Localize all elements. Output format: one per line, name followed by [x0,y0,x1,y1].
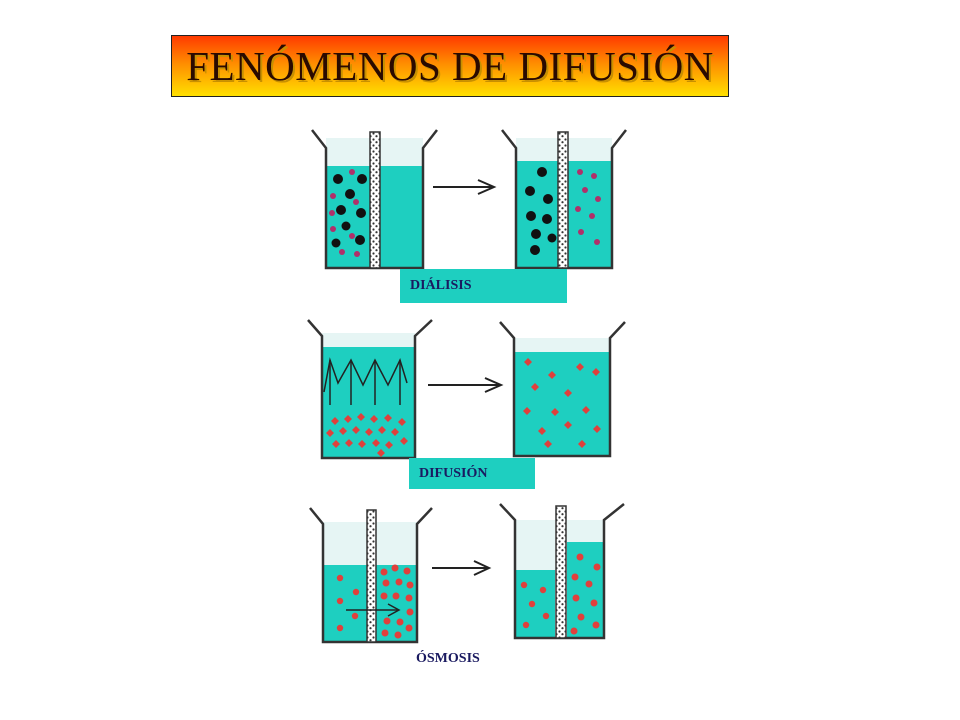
small-particles [575,169,601,245]
osmosis-arrow [432,560,492,576]
diffusion-beaker-before [307,319,433,460]
osmosis-flow-arrow [346,603,401,617]
dispersed-particles [523,358,601,448]
title-banner: FENÓMENOS DE DIFUSIÓN [171,35,729,97]
large-particles [331,174,367,248]
osmosis-panel [309,503,625,644]
upward-arrows [323,357,408,405]
osmosis-membrane [555,505,567,639]
diffusion-arrow [428,377,504,393]
solute-particles [336,564,414,639]
osmosis-label: ÓSMOSIS [416,651,480,666]
diffusion-beaker-after [499,321,626,458]
large-particles [525,167,557,255]
solute-particles [326,413,408,457]
osmosis-membrane [366,509,377,643]
diffusion-label: DIFUSIÓN [409,458,535,489]
dialysis-beaker-before [311,129,438,270]
diffusion-panel [307,319,626,460]
dialysis-beaker-after [501,129,627,270]
dialysis-label: DIÁLISIS [400,269,567,303]
dialysis-arrow [433,179,497,195]
solute-particles [520,553,601,635]
small-particles [329,169,360,257]
dialysis-membrane [369,131,381,269]
osmosis-beaker-before [309,507,433,644]
osmosis-beaker-after [499,503,625,640]
dialysis-membrane [557,131,569,269]
page-title: FENÓMENOS DE DIFUSIÓN [186,43,714,89]
dialysis-panel [311,129,627,270]
